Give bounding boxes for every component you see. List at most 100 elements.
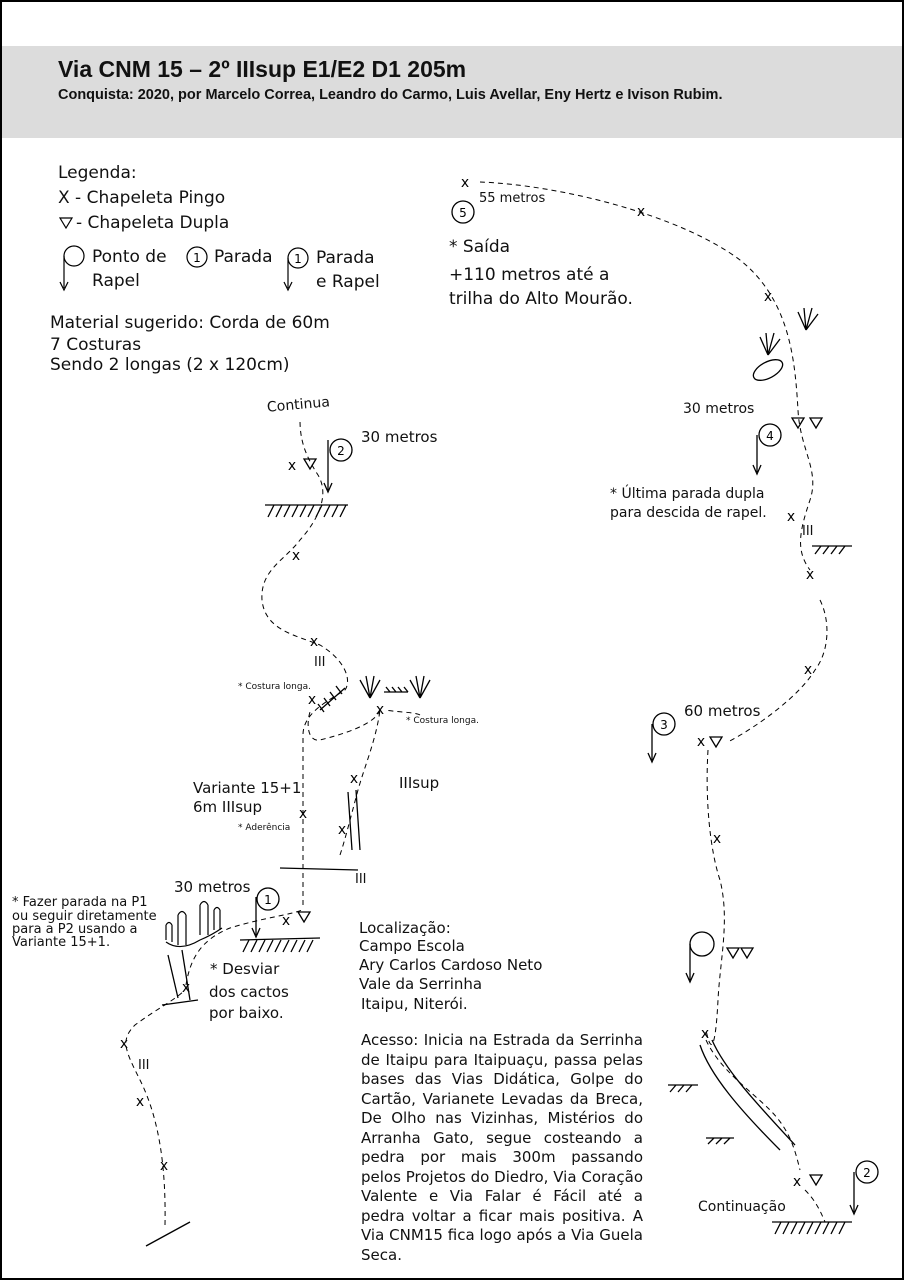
- left-route-path: [125, 419, 421, 1226]
- ultima-line1: * Última parada dupla: [610, 486, 765, 502]
- saida-label: * Saída: [449, 237, 511, 257]
- stop-2-distance: 30 metros: [361, 428, 438, 446]
- grade-label: III: [355, 872, 367, 887]
- cactos-line1: * Desviar: [210, 960, 280, 978]
- bromeliad-icon: [759, 332, 781, 356]
- legend-title: Legenda:: [58, 163, 137, 183]
- hatch-costura: [317, 685, 346, 713]
- legend-stop-icon: [186, 246, 208, 268]
- stop-4-distance: 30 metros: [683, 401, 755, 417]
- variante-line1: Variante 15+1: [193, 779, 302, 797]
- header-band: [2, 46, 902, 138]
- legend-stop-num: 1: [193, 251, 201, 265]
- stop-2-icon: [329, 438, 353, 462]
- stop-5-num: 5: [459, 206, 467, 220]
- hole-feature: [752, 359, 784, 381]
- legend-stop-rappel-line2: e Rapel: [316, 272, 380, 292]
- ledge-base: [145, 1221, 191, 1247]
- bolt-mark: x: [160, 1158, 168, 1174]
- ledge-continuation: [772, 1221, 852, 1235]
- legend-stop-rappel-line1: Parada: [316, 248, 375, 268]
- hatch-small: [384, 686, 409, 693]
- stop-2-num: 2: [337, 444, 345, 458]
- ledge-p1-left: [161, 999, 199, 1006]
- p1-note-line4: Variante 15+1.: [12, 935, 111, 950]
- grade-label: III: [802, 524, 814, 539]
- location-title: Localização:: [359, 919, 451, 937]
- bolt-mark: x: [793, 1174, 801, 1190]
- ledge-variant: [279, 867, 359, 871]
- access-paragraph: Acesso: Inicia na Estrada da Serrinha de…: [361, 1031, 643, 1264]
- material-line3: Sendo 2 longas (2 x 120cm): [50, 355, 290, 375]
- stop-5-icon: [451, 200, 475, 224]
- double-bolt-icon: [808, 417, 824, 430]
- bolt-mark: x: [292, 548, 300, 564]
- aderencia-note: * Aderência: [238, 823, 291, 833]
- cactus-icon: [165, 900, 223, 948]
- double-bolt-icon: [302, 458, 318, 471]
- bolt-mark: x: [701, 1026, 709, 1042]
- bolt-mark: x: [713, 831, 721, 847]
- trilha-line1: +110 metros até a: [449, 265, 610, 285]
- costura-longa-note: * Costura longa.: [238, 682, 311, 692]
- bolt-mark: x: [282, 913, 290, 929]
- page-subtitle: Conquista: 2020, por Marcelo Correa, Lea…: [58, 87, 723, 103]
- bolt-mark: x: [182, 980, 190, 996]
- bolt-mark: x: [350, 771, 358, 787]
- crack-iiisup: [347, 789, 361, 851]
- stop-1-distance: 30 metros: [174, 878, 251, 896]
- legend-rappel-point-line2: Rapel: [92, 271, 140, 291]
- bolt-mark: x: [637, 204, 645, 220]
- stop-5-distance: 55 metros: [479, 191, 546, 206]
- continuacao-label: Continuação: [698, 1199, 786, 1215]
- location-line1: Campo Escola: [359, 937, 465, 955]
- variante-line2: 6m IIIsup: [193, 798, 263, 816]
- bolt-mark: x: [299, 806, 307, 822]
- stop-1-icon: [256, 887, 280, 911]
- stop-3-num: 3: [660, 718, 668, 732]
- continuation-stop-icon: [855, 1160, 879, 1184]
- bolt-mark: x: [136, 1094, 144, 1110]
- location-line4: Itaipu, Niterói.: [361, 995, 468, 1013]
- double-bolt-icon: [790, 417, 806, 430]
- legend-rappel-ring-icon: [63, 245, 85, 267]
- legend-triangle-icon: [58, 217, 74, 230]
- stop-3-distance: 60 metros: [684, 702, 761, 720]
- bolt-mark: x: [764, 289, 772, 305]
- hatch-right-3: [812, 545, 852, 555]
- iiisup-label: IIIsup: [399, 774, 440, 792]
- bromeliad-icon: [409, 675, 431, 699]
- cactos-line3: por baixo.: [209, 1004, 284, 1022]
- bolt-mark: x: [461, 175, 469, 191]
- bolt-mark: x: [787, 509, 795, 525]
- legend-double-bolt: - Chapeleta Dupla: [76, 213, 230, 233]
- bromeliad-icon: [359, 675, 381, 699]
- page-title: Via CNM 15 – 2º IIIsup E1/E2 D1 205m: [58, 56, 467, 82]
- p1-note-line2: ou seguir diretamente: [12, 909, 157, 924]
- location-line3: Vale da Serrinha: [359, 975, 483, 993]
- double-bolt-icon: [708, 736, 724, 749]
- stop-4-icon: [758, 423, 782, 447]
- double-bolt-icon: [808, 1174, 824, 1187]
- cactos-line2: dos cactos: [209, 983, 289, 1001]
- costura-longa-note: * Costura longa.: [406, 716, 479, 726]
- trilha-line2: trilha do Alto Mourão.: [449, 289, 633, 309]
- bolt-mark: x: [806, 567, 814, 583]
- grade-label: III: [314, 655, 326, 670]
- grade-label: III: [138, 1058, 150, 1073]
- stop-3-icon: [652, 712, 676, 736]
- bolt-mark: x: [308, 692, 316, 708]
- bolt-mark: x: [804, 662, 812, 678]
- legend-rappel-point-line1: Ponto de: [92, 247, 167, 267]
- crack-p1: [167, 949, 191, 1001]
- rappel-ring-icon: [689, 931, 715, 957]
- hatch-right-1: [668, 1084, 698, 1093]
- ultima-line2: para descida de rapel.: [610, 505, 767, 521]
- bolt-mark: x: [338, 822, 346, 838]
- double-bolt-icon: [725, 947, 741, 960]
- hatch-right-2: [706, 1137, 734, 1145]
- bolt-mark: x: [288, 458, 296, 474]
- bolt-mark: x: [697, 734, 705, 750]
